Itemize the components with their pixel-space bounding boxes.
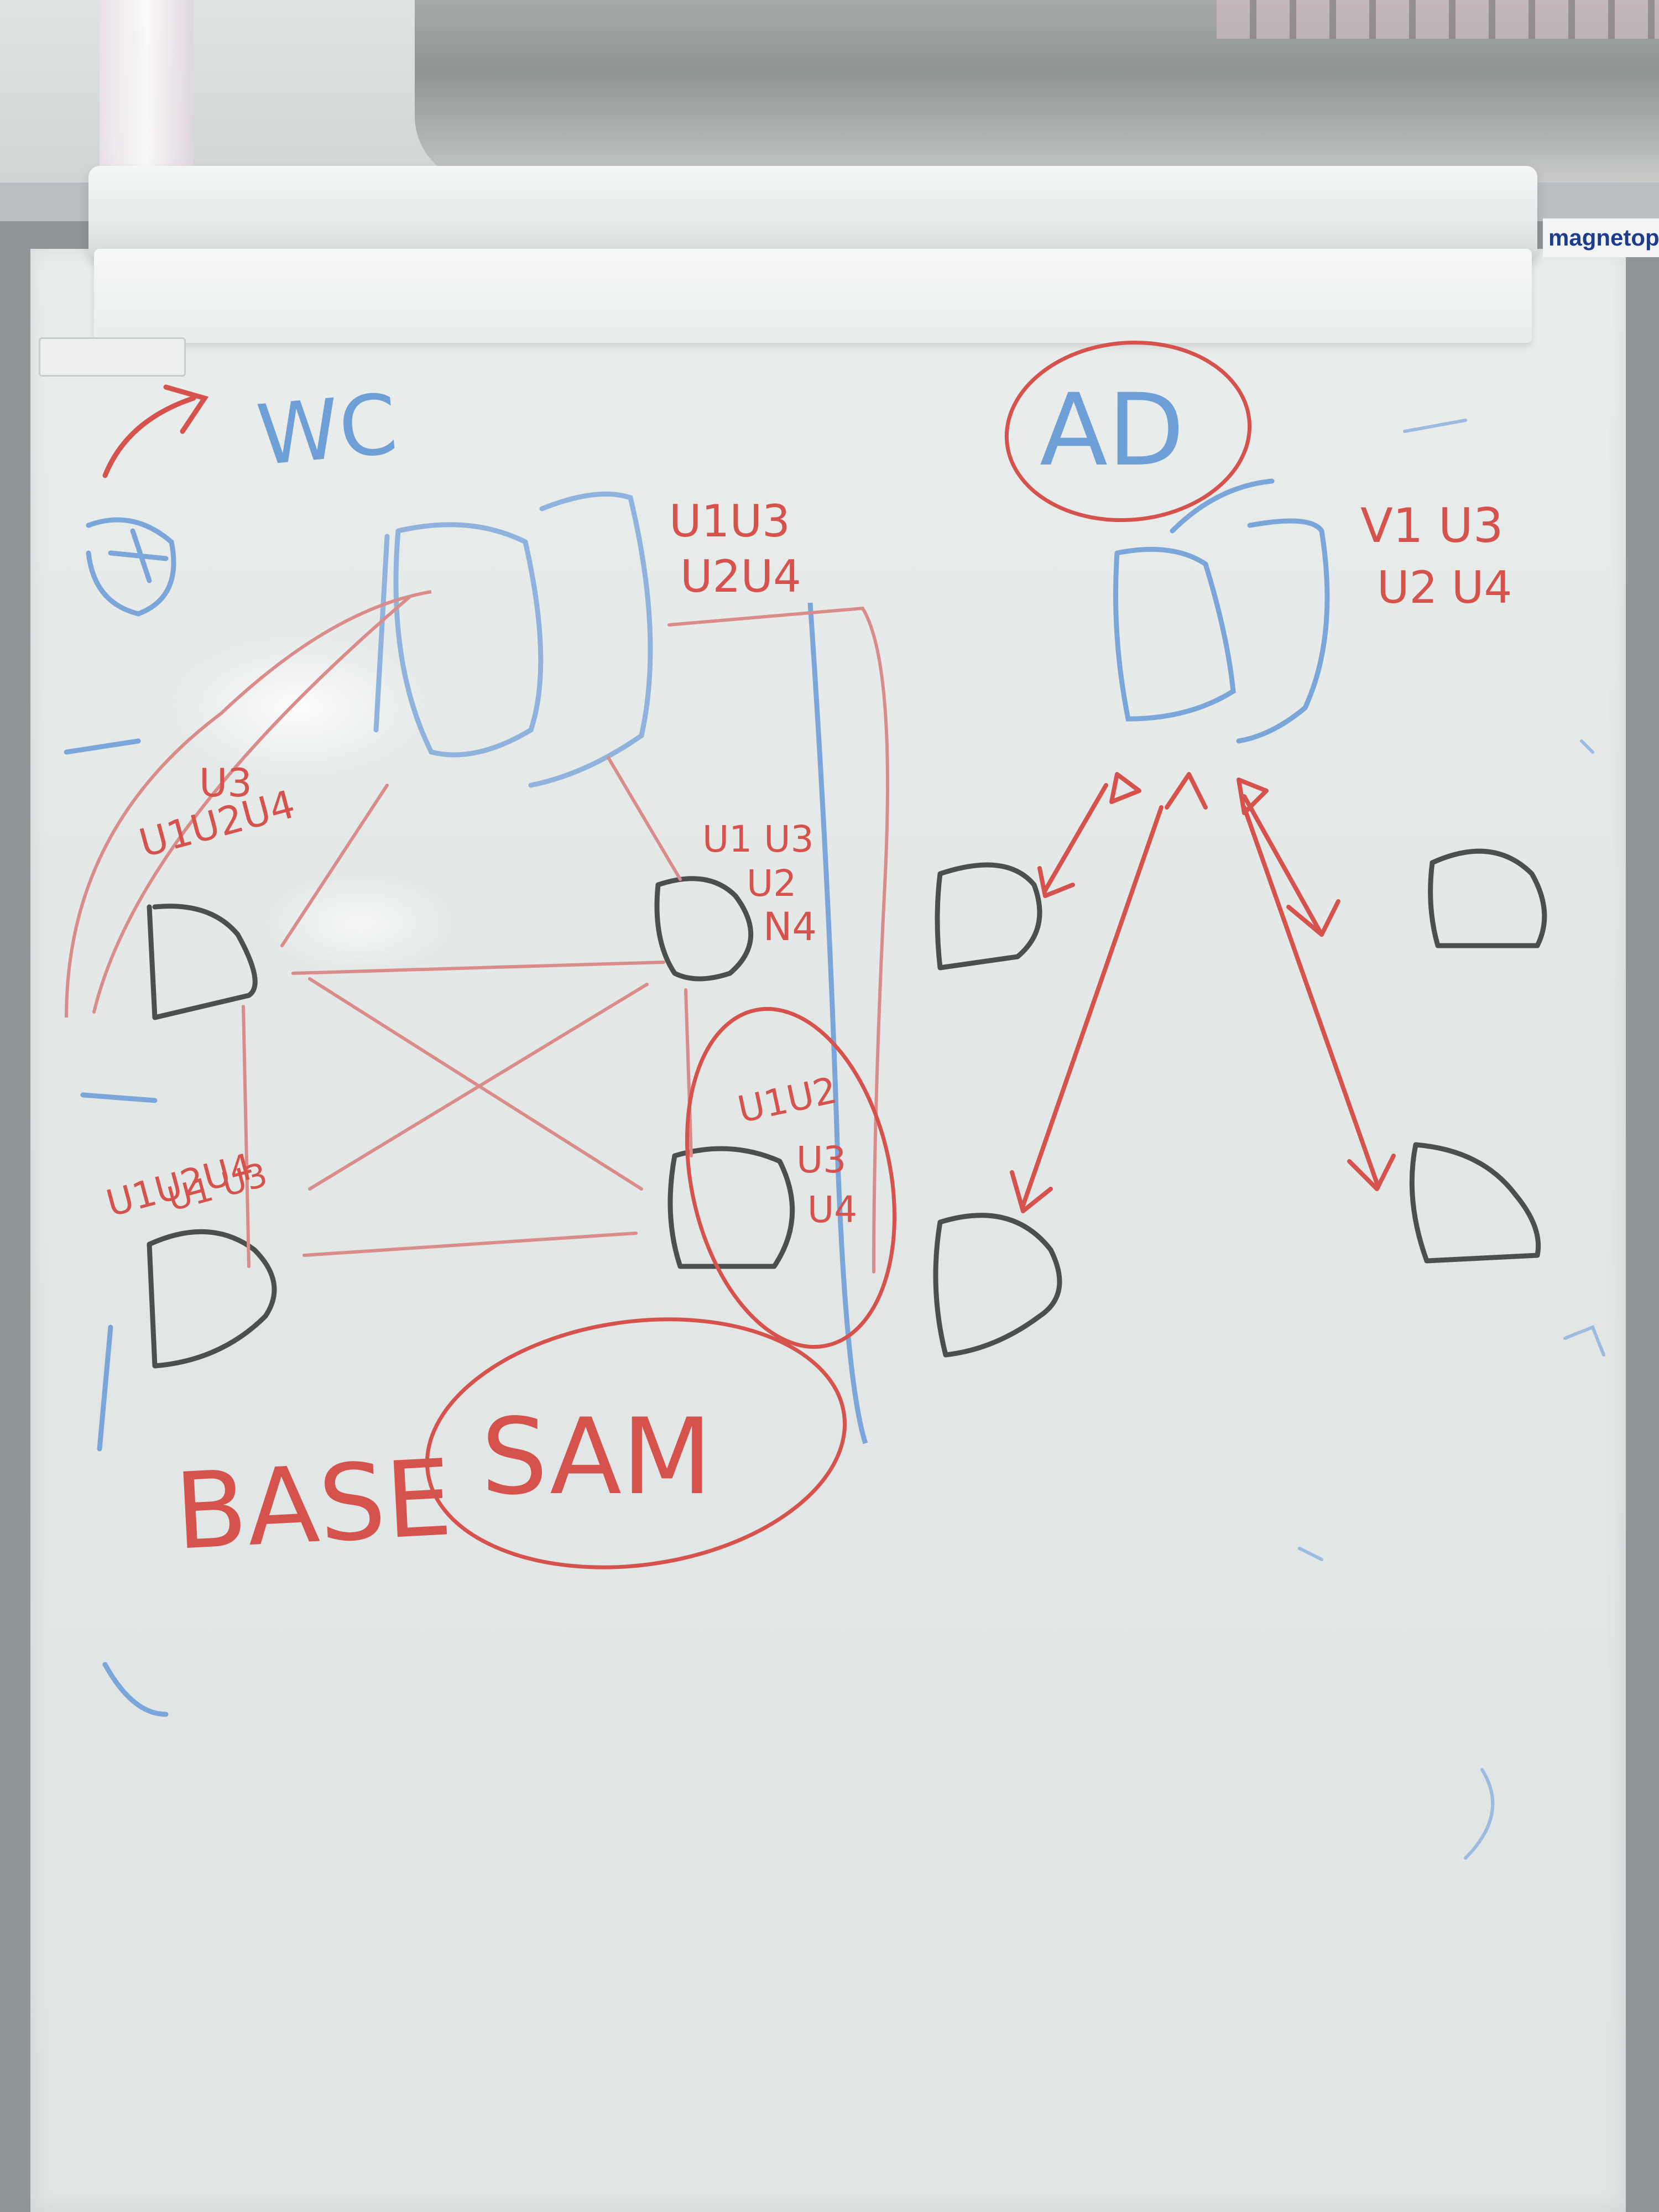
left-server-icon <box>373 491 653 788</box>
client-br-users-1: U1U2 <box>734 1069 841 1131</box>
blue-divider-line <box>807 602 868 1444</box>
client-tr-users-1: U1 U3 <box>702 818 814 860</box>
light-glare <box>166 636 431 780</box>
magnet <box>39 337 186 377</box>
right-server-icon <box>1113 478 1330 744</box>
left-server-users-2: U2U4 <box>680 551 801 602</box>
left-group-boundary <box>65 590 432 1018</box>
whiteboard-surface <box>30 249 1626 2212</box>
paper-roll <box>88 166 1537 260</box>
client-mesh-lines <box>92 596 889 1274</box>
wc-label: WC <box>253 376 401 484</box>
left-server-users-1: U1U3 <box>669 495 790 547</box>
tray-reflection <box>1217 0 1659 39</box>
blue-scribbles <box>64 517 176 1717</box>
client-br-users-3: U4 <box>807 1188 857 1231</box>
sam-label: SAM <box>481 1396 712 1518</box>
client-icons-left <box>147 876 795 1369</box>
client-icons-right <box>933 848 1547 1358</box>
client-br-highlight-circle <box>685 1006 896 1349</box>
ad-arrows <box>1010 772 1396 1213</box>
red-curved-arrow <box>102 384 209 478</box>
sam-circle <box>425 1317 847 1569</box>
faint-marks-right <box>1298 419 1605 1860</box>
client-br-users-2: U3 <box>796 1139 846 1181</box>
client-tl-users-1: U3 <box>199 760 252 806</box>
window-light <box>100 0 194 166</box>
ad-circle <box>1004 340 1252 523</box>
brand-label: magnetopla <box>1543 218 1659 257</box>
right-server-users-1: V1 U3 <box>1360 498 1504 554</box>
ad-label: AD <box>1040 373 1185 488</box>
client-tr-users-2: U2 <box>747 862 796 905</box>
paper-roll-lower <box>94 249 1532 343</box>
right-server-users-2: U2 U4 <box>1377 562 1512 613</box>
base-label: BASE <box>172 1437 455 1573</box>
client-tr-users-3: N4 <box>763 904 817 950</box>
